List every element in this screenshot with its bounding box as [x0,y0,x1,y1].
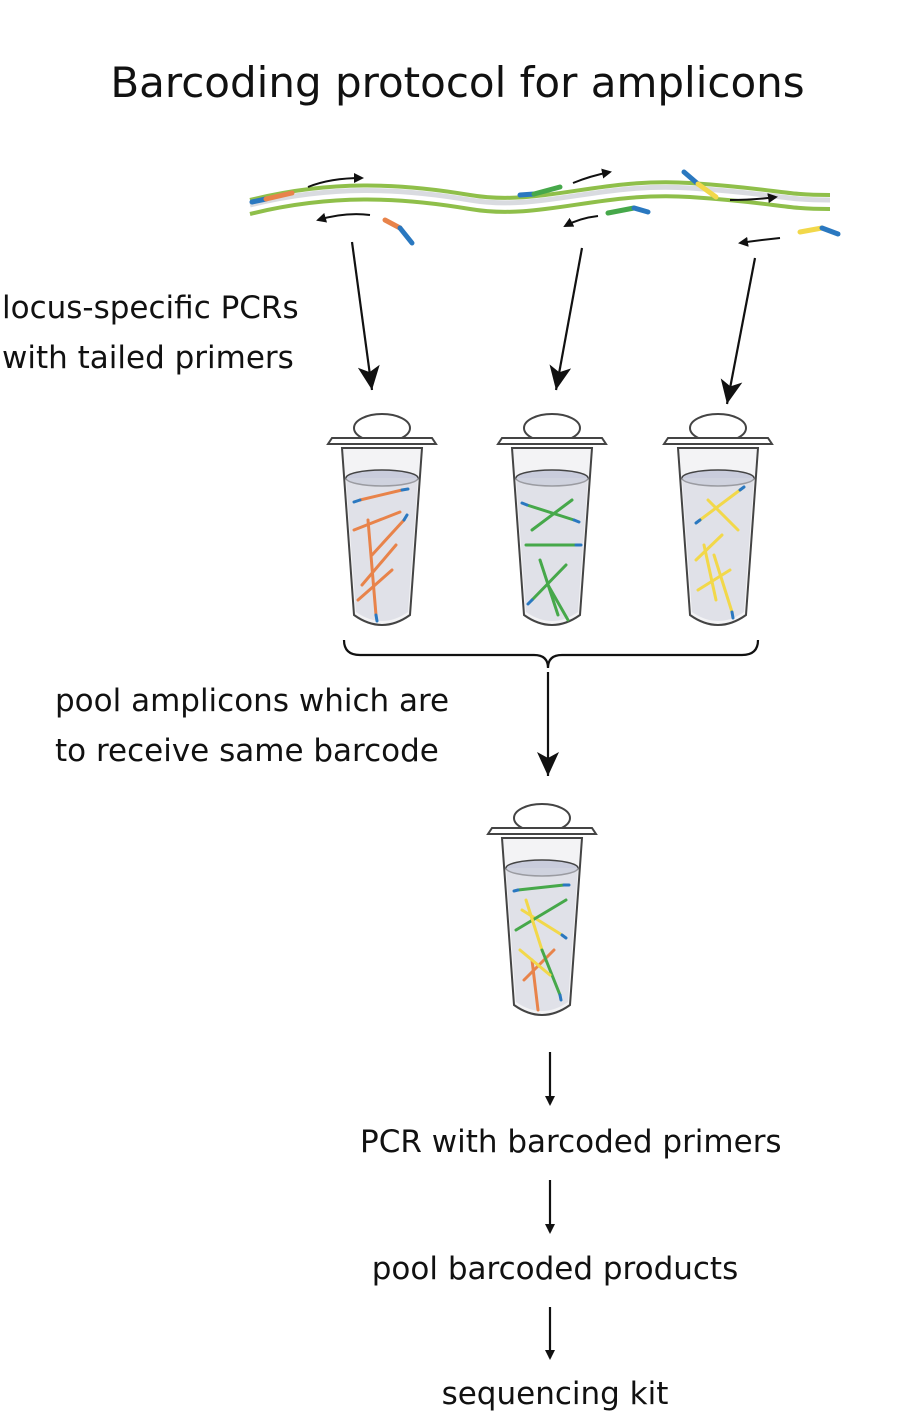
tailed-primers [249,169,841,246]
locus-pcr-label: locus-specific PCRs with tailed primers [2,283,299,383]
tube-yellow-amplicons [662,413,774,626]
locus-label-line-2: with tailed primers [2,340,294,376]
pool-label-line-2: to receive same barcode [55,733,439,769]
locus-label-line-1: locus-specific PCRs [2,290,299,326]
pool-amplicons-label: pool amplicons which are to receive same… [55,676,449,776]
step-sequencing-kit: sequencing kit [441,1376,669,1412]
pool-label-line-1: pool amplicons which are [55,683,450,719]
diagram-title: Barcoding protocol for amplicons [110,58,805,107]
tube-green-amplicons [496,413,608,626]
dna-template-strand [249,180,831,216]
step-pcr-barcoded-primers: PCR with barcoded primers [360,1124,782,1160]
tube-pooled-amplicons [486,803,598,1016]
arrows-to-tubes [350,241,757,405]
primer-direction-arrows [307,168,781,247]
step-pool-barcoded-products: pool barcoded products [371,1251,739,1287]
pool-brace [342,639,760,669]
tube-orange-amplicons [326,413,438,626]
